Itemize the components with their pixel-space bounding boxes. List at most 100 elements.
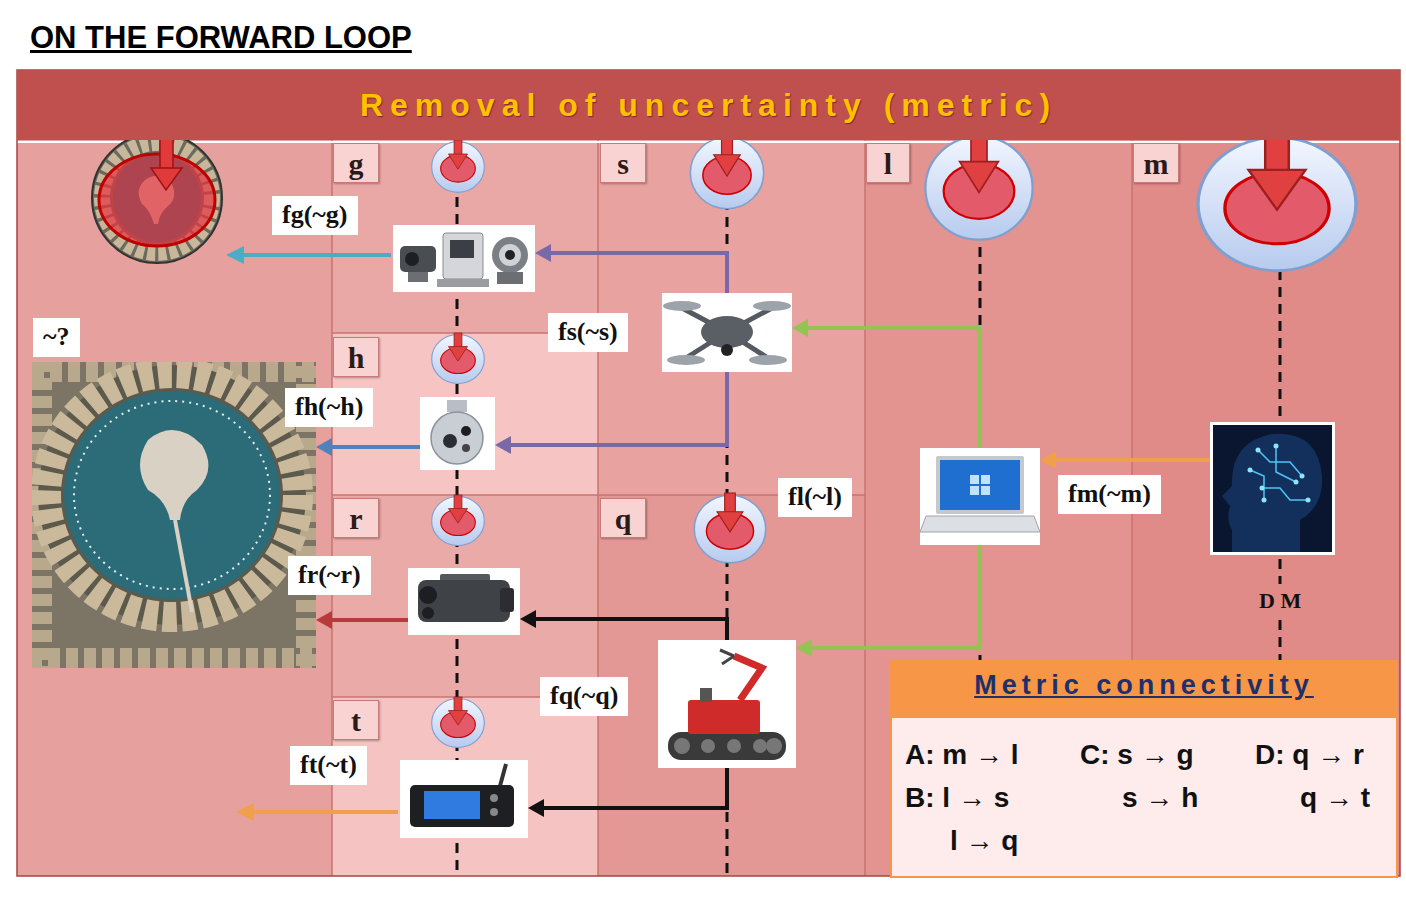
arrow-head: [520, 610, 536, 628]
brain-image-part: [1210, 422, 1335, 555]
robot-part: [668, 732, 786, 760]
top-map-part: [90, 130, 225, 265]
device-node: fr(~r): [408, 568, 520, 635]
brain-image-part: [1222, 434, 1322, 552]
connectivity-rule: D: q → r: [1255, 738, 1364, 772]
connector-line: [808, 545, 980, 648]
thermal-binoculars-part: [408, 568, 520, 635]
function-label: ft(~t): [290, 746, 367, 785]
drone-part: [753, 301, 791, 311]
sensor-cameras-part: [505, 250, 515, 260]
function-label: ~?: [33, 318, 80, 357]
brain-image-part: [1248, 444, 1311, 503]
brain-image-part: [1250, 446, 1308, 500]
brain-image: [1210, 422, 1335, 555]
column-letter: r: [349, 502, 362, 535]
column-tag: g: [333, 143, 379, 183]
sensor-cameras-part: [497, 272, 523, 284]
drone-part: [721, 344, 733, 356]
column-tag: h: [333, 337, 379, 377]
header-band: Removal of uncertainty (metric): [17, 70, 1400, 140]
column-tag: q: [600, 498, 646, 538]
laptop: [920, 448, 1040, 545]
connectivity-rule: A: m → l: [905, 738, 1019, 772]
panel-background-part: [597, 140, 599, 876]
brain-image-part-part: [1262, 488, 1308, 500]
robot-part: [766, 738, 782, 754]
brain-image-part-part: [1250, 470, 1264, 500]
connector-arrow: [316, 611, 408, 629]
connector-line: [532, 619, 727, 640]
radio-device-part: [424, 791, 480, 819]
connector-arrow: [535, 244, 727, 293]
top-map: [90, 130, 225, 265]
connector-line: [540, 768, 727, 808]
laptop-part: [920, 516, 1040, 532]
connectivity-rule: C: s → g: [1080, 738, 1194, 772]
column-letter: m: [1144, 147, 1169, 180]
connector-arrow: [528, 768, 727, 817]
arrow-head: [495, 436, 511, 454]
brain-image-part-part: [1276, 446, 1296, 482]
connectivity-rule: s → h: [1122, 781, 1198, 815]
radio-device-part: [490, 808, 498, 816]
aerial-map-part: [32, 362, 316, 668]
top-map-part-part: [99, 154, 215, 246]
column-tag: l: [866, 143, 910, 183]
uncertainty-circle-part: [1198, 133, 1356, 271]
radio-device-part: [410, 785, 514, 827]
drone-part: [662, 293, 792, 372]
arrow-head: [528, 799, 544, 817]
gimbal-camera-part: [431, 412, 483, 464]
function-label: fr(~r): [288, 556, 371, 595]
sensor-cameras-part: [492, 237, 528, 273]
aerial-map-part-part: [64, 391, 280, 599]
robot-part: [700, 688, 712, 702]
radio-device: [400, 760, 528, 838]
laptop-part: [936, 456, 1024, 514]
aerial-map-part-part: [140, 430, 208, 520]
column-tag: t: [333, 700, 379, 740]
column-letter: l: [884, 147, 892, 180]
top-map-part-part: [90, 130, 225, 265]
aerial-map-part-part: [74, 401, 270, 589]
function-label: fm(~m): [1058, 475, 1161, 514]
laptop-part: [970, 475, 979, 484]
top-map-part: [160, 138, 173, 170]
connector-arrow: [495, 372, 727, 454]
connector-arrow: [1040, 451, 1210, 469]
thermal-binoculars: [408, 568, 520, 635]
device-node: fq(~q): [658, 640, 796, 768]
header-text: Removal of uncertainty (metric): [360, 87, 1057, 124]
uncertainty-circle: [432, 133, 1356, 747]
sensor-cameras-part: [443, 233, 483, 279]
column-letter: s: [617, 147, 629, 180]
top-map-part: [92, 133, 222, 263]
robot-part: [734, 656, 762, 700]
uncertainty-circle-part: [432, 495, 485, 545]
brain-image-part-part: [1258, 450, 1302, 476]
connector-arrow: [796, 545, 980, 657]
output-arrow-part: [236, 803, 254, 821]
connectivity-rule: q → t: [1300, 781, 1370, 815]
column-tag: s: [600, 143, 646, 183]
robot-part: [720, 650, 734, 656]
panel-background: [17, 70, 1400, 876]
drone-part: [701, 316, 753, 348]
output-arrow-part: [250, 810, 398, 814]
device-node: ~?: [32, 362, 316, 668]
thermal-binoculars-part: [500, 588, 514, 612]
uncertainty-circle-part: [690, 135, 763, 209]
aerial-map-part-part: [46, 373, 298, 617]
brain-image-part-part: [1256, 448, 1261, 453]
lifeline-tag: D M: [1259, 588, 1301, 614]
connector-line: [547, 253, 727, 293]
drone: [662, 293, 792, 372]
robot-part: [701, 739, 715, 753]
laptop-part: [920, 448, 1040, 545]
column-tag: r: [333, 498, 379, 538]
connector-line: [507, 372, 727, 445]
sensor-cameras-part: [450, 240, 474, 258]
column-letter: q: [615, 502, 632, 535]
laptop-part: [970, 486, 979, 495]
